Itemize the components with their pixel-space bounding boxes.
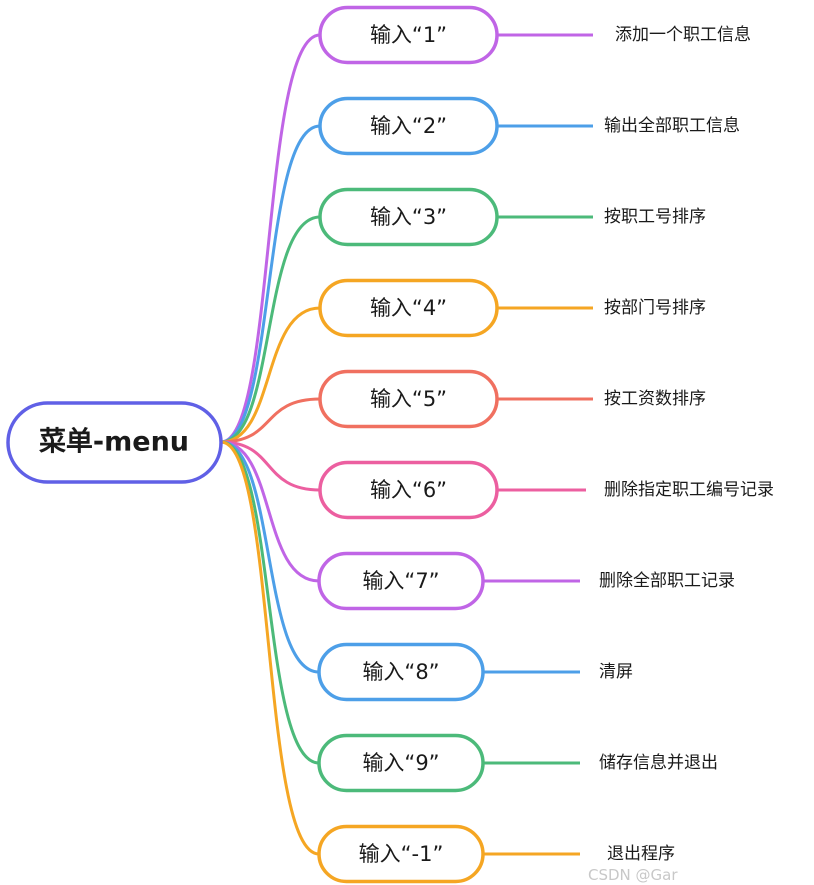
branch-node-box (317, 551, 485, 611)
branch-node-label: 输入“1” (370, 23, 447, 47)
leaf-label: 输出全部职工信息 (604, 116, 740, 136)
branch-node-label: 输入“5” (370, 387, 447, 411)
root-node-box (6, 401, 223, 484)
root-node: 菜单-menu (6, 401, 223, 484)
branch-connector (220, 33, 321, 444)
branch-node-label: 输入“3” (370, 205, 447, 229)
connectors-layer (220, 33, 321, 856)
branch-node: 输入“6” 删除指定职工编号记录 (318, 460, 774, 520)
branch-node-box (318, 278, 499, 338)
branch-connector (220, 440, 320, 856)
branches-layer: 输入“1”添加一个职工信息输入“2”输出全部职工信息输入“3”按职工号排序输入“… (317, 5, 774, 884)
branch-connector (220, 306, 321, 444)
branch-node-label: 输入“6” (370, 478, 447, 502)
watermark: CSDN @Gar (588, 866, 678, 884)
branch-node: 输入“5” 按工资数排序 (318, 369, 706, 429)
branch-node: 输入“-1” 退出程序 (317, 824, 675, 884)
branch-node-label: 输入“9” (362, 751, 439, 775)
leaf-label: 删除全部职工记录 (599, 571, 735, 591)
leaf-label: 删除指定职工编号记录 (604, 480, 774, 500)
branch-node: 输入“7” 删除全部职工记录 (317, 551, 735, 611)
branch-connector (220, 440, 320, 674)
branch-node-label: 输入“2” (370, 114, 447, 138)
branch-node-box (317, 733, 485, 793)
branch-node-label: 输入“8” (362, 660, 439, 684)
branch-node-box (318, 369, 499, 429)
branch-connector (220, 397, 321, 444)
branch-node-box (318, 187, 499, 247)
branch-node: 输入“1” 添加一个职工信息 (318, 5, 751, 65)
branch-connector (220, 440, 320, 583)
branch-node-box (318, 5, 499, 65)
branch-node-box (317, 642, 485, 702)
branch-node-box (318, 460, 499, 520)
root-node-label: 菜单-menu (38, 427, 189, 458)
branch-connector (220, 215, 321, 444)
leaf-label: 储存信息并退出 (599, 753, 718, 773)
leaf-label: 退出程序 (607, 844, 675, 864)
branch-node-label: 输入“4” (370, 296, 447, 320)
leaf-label: 按部门号排序 (604, 298, 706, 318)
branch-node: 输入“3” 按职工号排序 (318, 187, 706, 247)
branch-node-label: 输入“7” (362, 569, 439, 593)
leaf-label: 清屏 (599, 662, 633, 682)
branch-connector (220, 440, 320, 765)
branch-node-label: 输入“-1” (359, 842, 444, 866)
branch-connector (220, 124, 321, 444)
leaf-label: 添加一个职工信息 (615, 25, 751, 45)
branch-node: 输入“4” 按部门号排序 (318, 278, 706, 338)
branch-node-box (318, 96, 499, 156)
branch-connector (220, 440, 321, 492)
branch-node: 输入“8” 清屏 (317, 642, 633, 702)
branch-node-box (317, 824, 485, 884)
leaf-label: 按职工号排序 (604, 207, 706, 227)
leaf-label: 按工资数排序 (604, 389, 706, 409)
branch-node: 输入“9” 储存信息并退出 (317, 733, 718, 793)
branch-node: 输入“2” 输出全部职工信息 (318, 96, 740, 156)
